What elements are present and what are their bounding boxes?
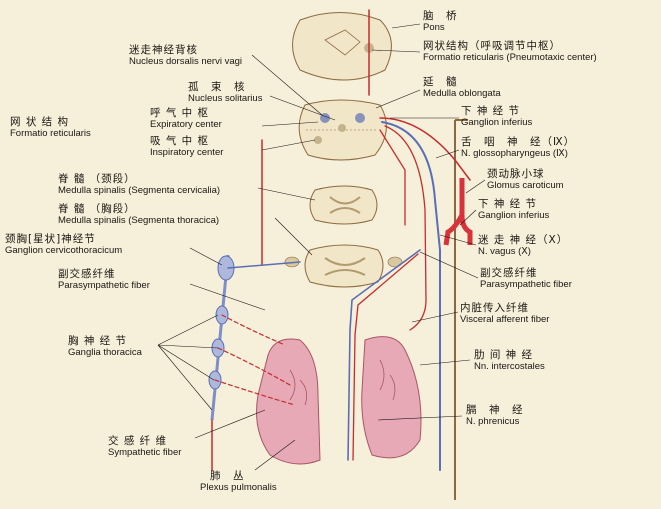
- pons-section: [292, 12, 392, 81]
- label-glomus-caroticum-zh: 颈动脉小球: [487, 168, 545, 180]
- label-inspiratory-center: 吸 气 中 枢 Inspiratory center: [150, 135, 224, 159]
- label-intercostales-en: Nn. intercostales: [474, 361, 545, 372]
- label-pons: 脑 桥 Pons: [423, 10, 458, 34]
- label-plexus-pulmonalis-en: Plexus pulmonalis: [200, 482, 277, 493]
- label-phrenicus: 膈 神 经 N. phrenicus: [466, 404, 524, 428]
- nerve-fibers: [211, 9, 471, 471]
- label-inspiratory-center-en: Inspiratory center: [150, 147, 224, 158]
- label-ganglion-inferius-top-zh: 下 神 经 节: [461, 105, 521, 117]
- thoracic-spinal-section: [284, 244, 403, 288]
- label-ganglion-inferius-bottom: 下 神 经 节 Ganglion inferius: [478, 198, 550, 222]
- label-medulla-thoracica-zh: 脊 髓 （胸段）: [58, 203, 136, 215]
- label-formatio-reticularis-zh: 网 状 结 构: [10, 116, 70, 128]
- label-nucleus-solitarius-en: Nucleus solitarius: [188, 93, 263, 104]
- label-visceral-afferent-zh: 内脏传入纤维: [460, 302, 529, 314]
- label-nucleus-solitarius-zh: 孤 束 核: [188, 81, 246, 93]
- label-formatio-pneumotaxic: 网状结构（呼吸调节中枢） Formatio reticularis (Pneum…: [423, 40, 597, 64]
- label-ganglion-inferius-bottom-en: Ganglion inferius: [478, 210, 550, 221]
- label-ganglion-inferius-top-en: Ganglion inferius: [461, 117, 533, 128]
- label-expiratory-center-en: Expiratory center: [150, 119, 222, 130]
- label-vagus-en: N. vagus (Ⅹ): [478, 246, 531, 257]
- label-pons-zh: 脑 桥: [423, 10, 458, 22]
- label-ganglia-thoracica-en: Ganglia thoracica: [68, 347, 142, 358]
- label-expiratory-center-zh: 呼 气 中 枢: [150, 107, 210, 119]
- cervical-spinal-section: [309, 185, 378, 225]
- label-ganglion-inferius-top: 下 神 经 节 Ganglion inferius: [461, 105, 533, 129]
- label-vagus: 迷 走 神 经（Ⅹ） N. vagus (Ⅹ): [478, 234, 569, 258]
- label-ganglia-thoracica: 胸 神 经 节 Ganglia thoracica: [68, 335, 142, 359]
- label-medulla-cervicalis-en: Medulla spinalis (Segmenta cervicalia): [58, 185, 221, 196]
- label-phrenicus-zh: 膈 神 经: [466, 404, 524, 416]
- label-medulla-cervicalis-zh: 脊 髓 （颈段）: [58, 173, 136, 185]
- label-ganglion-cervicothoracicum-zh: 颈胸[星状]神经节: [5, 233, 96, 245]
- label-plexus-pulmonalis: 肺 丛 Plexus pulmonalis: [200, 470, 277, 494]
- label-ganglion-cervicothoracicum: 颈胸[星状]神经节 Ganglion cervicothoracicum: [5, 233, 123, 257]
- thoracic-wall: [454, 119, 468, 500]
- label-visceral-afferent-en: Visceral afferent fiber: [460, 314, 550, 325]
- label-vagus-zh: 迷 走 神 经（Ⅹ）: [478, 234, 569, 246]
- label-phrenicus-en: N. phrenicus: [466, 416, 520, 427]
- label-glossopharyngeus-zh: 舌 咽 神 经（Ⅸ）: [461, 136, 576, 148]
- label-glossopharyngeus: 舌 咽 神 经（Ⅸ） N. glossopharyngeus (Ⅸ): [461, 136, 576, 160]
- leader-lines: [157, 23, 486, 471]
- label-glomus-caroticum-en: Glomus caroticum: [487, 180, 564, 191]
- label-glomus-caroticum: 颈动脉小球 Glomus caroticum: [487, 168, 564, 192]
- label-visceral-afferent: 内脏传入纤维 Visceral afferent fiber: [460, 302, 550, 326]
- right-lung: [361, 336, 422, 459]
- label-medulla-cervicalis: 脊 髓 （颈段） Medulla spinalis (Segmenta cerv…: [58, 173, 221, 197]
- label-sympathetic-fiber: 交 感 纤 维 Sympathetic fiber: [108, 435, 182, 459]
- label-nucleus-dorsalis-zh: 迷走神经背核: [129, 44, 198, 56]
- medulla-section: [298, 99, 387, 161]
- label-formatio-pneumotaxic-zh: 网状结构（呼吸调节中枢）: [423, 40, 561, 52]
- label-nucleus-dorsalis: 迷走神经背核 Nucleus dorsalis nervi vagi: [129, 44, 242, 68]
- label-medulla-oblongata: 延 髓 Medulla oblongata: [423, 76, 501, 100]
- label-intercostales-zh: 肋 间 神 经: [474, 349, 534, 361]
- label-parasympathetic-right-en: Parasympathetic fiber: [480, 279, 572, 290]
- label-glossopharyngeus-en: N. glossopharyngeus (Ⅸ): [461, 148, 568, 159]
- label-sympathetic-fiber-en: Sympathetic fiber: [108, 447, 182, 458]
- label-ganglion-cervicothoracicum-en: Ganglion cervicothoracicum: [5, 245, 123, 256]
- label-medulla-thoracica-en: Medulla spinalis (Segmenta thoracica): [58, 215, 220, 226]
- label-sympathetic-fiber-zh: 交 感 纤 维: [108, 435, 168, 447]
- label-parasympathetic-left-zh: 副交感纤维: [58, 268, 116, 280]
- label-parasympathetic-left-en: Parasympathetic fiber: [58, 280, 150, 291]
- label-intercostales: 肋 间 神 经 Nn. intercostales: [474, 349, 545, 373]
- label-inspiratory-center-zh: 吸 气 中 枢: [150, 135, 210, 147]
- left-lung: [256, 338, 321, 465]
- sympathetic-chain: [208, 254, 235, 421]
- label-formatio-pneumotaxic-en: Formatio reticularis (Pneumotaxic center…: [423, 52, 597, 63]
- label-ganglion-inferius-bottom-zh: 下 神 经 节: [478, 198, 538, 210]
- label-formatio-reticularis-en: Formatio reticularis: [10, 128, 91, 139]
- label-ganglia-thoracica-zh: 胸 神 经 节: [68, 335, 128, 347]
- label-medulla-oblongata-en: Medulla oblongata: [423, 88, 501, 99]
- label-medulla-oblongata-zh: 延 髓: [423, 76, 458, 88]
- label-pons-en: Pons: [423, 22, 445, 33]
- label-medulla-thoracica: 脊 髓 （胸段） Medulla spinalis (Segmenta thor…: [58, 203, 220, 227]
- label-parasympathetic-right-zh: 副交感纤维: [480, 267, 538, 279]
- label-parasympathetic-right: 副交感纤维 Parasympathetic fiber: [480, 267, 572, 291]
- label-parasympathetic-left: 副交感纤维 Parasympathetic fiber: [58, 268, 150, 292]
- label-formatio-reticularis: 网 状 结 构 Formatio reticularis: [10, 116, 91, 140]
- label-expiratory-center: 呼 气 中 枢 Expiratory center: [150, 107, 222, 131]
- label-plexus-pulmonalis-zh: 肺 丛: [210, 470, 245, 482]
- carotid-artery: [443, 178, 473, 246]
- label-nucleus-solitarius: 孤 束 核 Nucleus solitarius: [188, 81, 263, 105]
- label-nucleus-dorsalis-en: Nucleus dorsalis nervi vagi: [129, 56, 242, 67]
